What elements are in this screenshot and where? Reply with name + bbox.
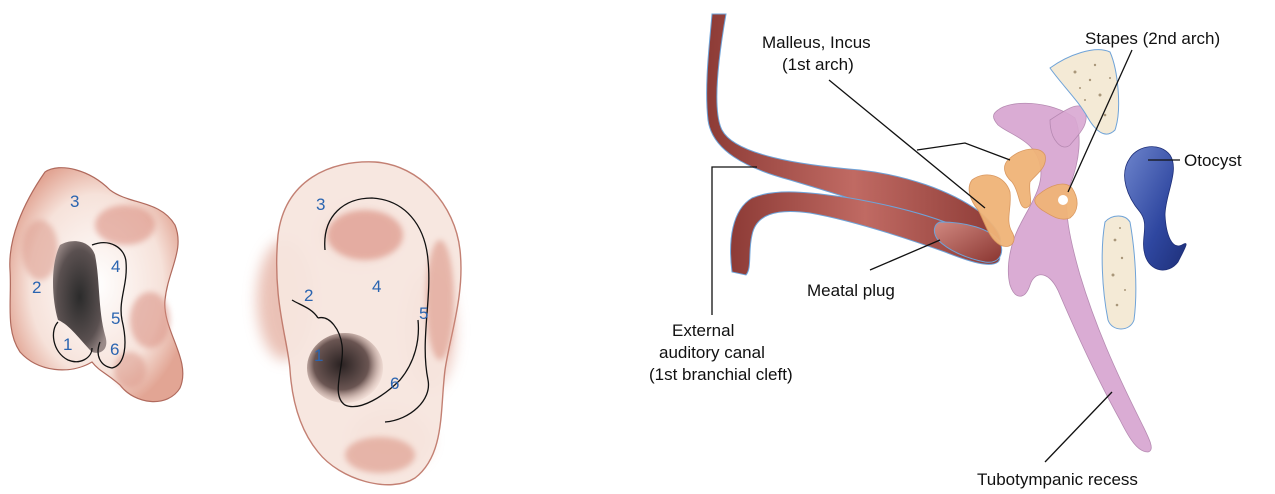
label-meatal-plug: Meatal plug <box>807 281 895 300</box>
tubotympanic-leader <box>1045 392 1112 462</box>
label-otocyst: Otocyst <box>1184 151 1242 170</box>
lower-bone-column <box>1102 216 1136 329</box>
hillock-number-6: 6 <box>110 340 119 359</box>
adult-auricle <box>257 162 461 485</box>
hillock-number-3: 3 <box>70 192 79 211</box>
label-tubotympanic: Tubotympanic recess <box>977 470 1138 489</box>
auricle-number-6: 6 <box>390 374 399 393</box>
auricle-number-1: 1 <box>314 346 323 365</box>
auricle-number-3: 3 <box>316 195 325 214</box>
hillock-number-1: 1 <box>63 335 72 354</box>
label-first-arch: (1st arch) <box>782 55 854 74</box>
auricle-number-5: 5 <box>419 304 428 323</box>
hillock-number-5: 5 <box>111 309 120 328</box>
label-auditory-canal: auditory canal <box>659 343 765 362</box>
auricle-number-2: 2 <box>304 286 313 305</box>
hillock-number-2: 2 <box>32 278 41 297</box>
auricle-number-4: 4 <box>372 277 381 296</box>
malleus-leader-2 <box>917 143 1010 160</box>
hillock-number-4: 4 <box>111 257 120 276</box>
label-external: External <box>672 321 734 340</box>
meatal-plug-leader <box>870 240 940 270</box>
label-malleus-incus: Malleus, Incus <box>762 33 871 52</box>
concha-pit <box>307 333 383 403</box>
label-stapes: Stapes (2nd arch) <box>1085 29 1220 48</box>
label-branchial-cleft: (1st branchial cleft) <box>649 365 793 384</box>
